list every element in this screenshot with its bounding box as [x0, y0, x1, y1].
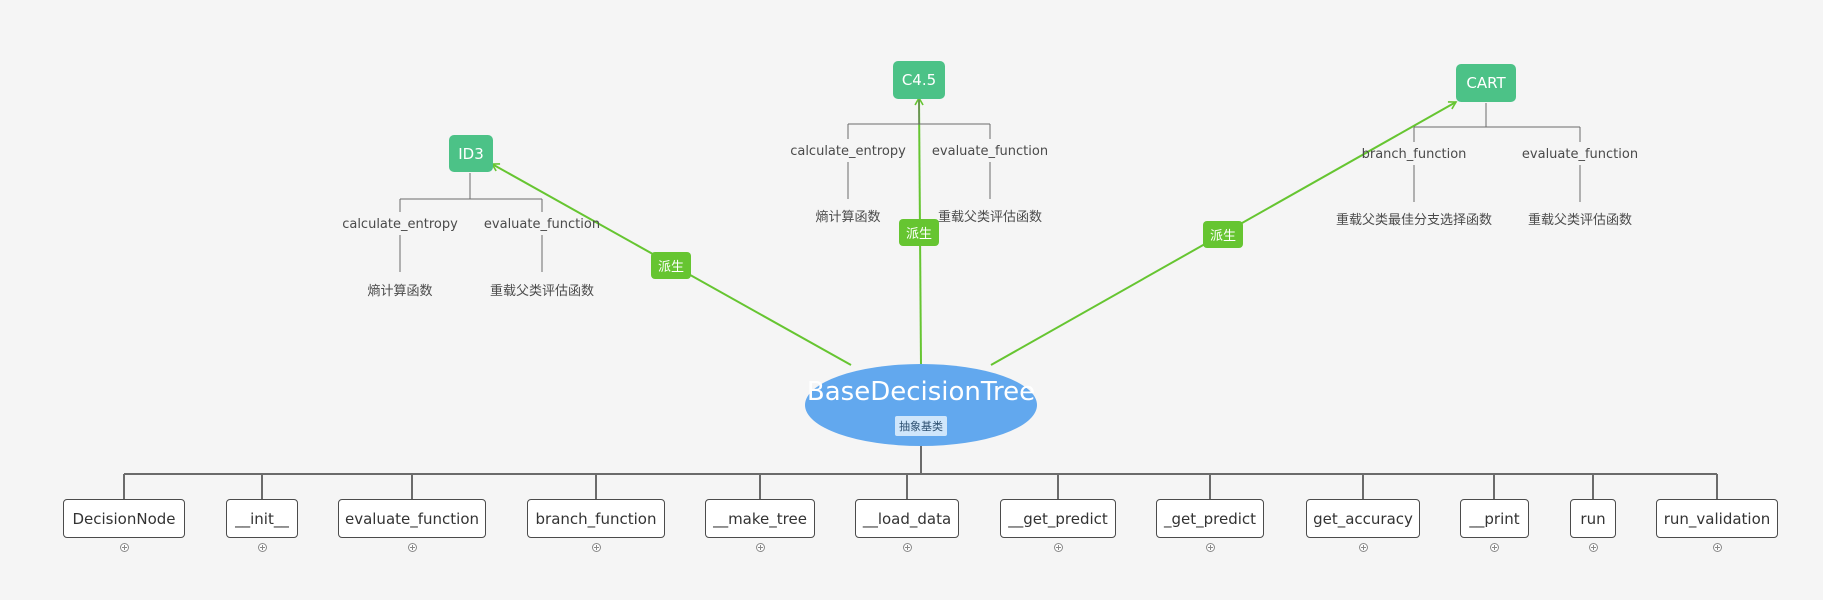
derive-tag-c45: 派生 — [899, 219, 939, 246]
method-desc: 重载父类评估函数 — [937, 210, 1043, 225]
base-method-node[interactable]: __print — [1460, 499, 1529, 538]
derive-tag-id3: 派生 — [651, 252, 691, 279]
c45-method-tree — [847, 100, 991, 199]
derived-node-label: CART — [1466, 74, 1506, 92]
base-method-node[interactable]: __get_predict — [1000, 499, 1116, 538]
base-method-node[interactable]: branch_function — [527, 499, 665, 538]
base-methods-connector — [123, 446, 1718, 499]
expand-plus-icon[interactable] — [408, 543, 417, 552]
method-name: calculate_entropy — [790, 144, 906, 159]
expand-plus-icon[interactable] — [1206, 543, 1215, 552]
method-name: evaluate_function — [931, 144, 1049, 159]
method-desc: 重载父类最佳分支选择函数 — [1335, 213, 1493, 228]
expand-plus-icon[interactable] — [1054, 543, 1063, 552]
base-method-node[interactable]: run — [1570, 499, 1616, 538]
method-desc: 熵计算函数 — [367, 284, 433, 299]
derived-node-cart[interactable]: CART — [1456, 64, 1516, 102]
base-method-node[interactable]: __load_data — [855, 499, 959, 538]
base-method-node[interactable]: __make_tree — [705, 499, 815, 538]
method-desc: 重载父类评估函数 — [1527, 213, 1633, 228]
expand-plus-icon[interactable] — [258, 543, 267, 552]
method-name: evaluate_function — [1521, 147, 1639, 162]
derived-node-label: C4.5 — [901, 71, 937, 89]
derived-node-label: ID3 — [458, 144, 484, 163]
method-name: branch_function — [1361, 147, 1467, 162]
method-name: calculate_entropy — [342, 217, 458, 232]
base-method-node[interactable]: get_accuracy — [1306, 499, 1420, 538]
base-method-node[interactable]: _get_predict — [1156, 499, 1264, 538]
base-method-node[interactable]: DecisionNode — [63, 499, 185, 538]
expand-plus-icon[interactable] — [120, 543, 129, 552]
expand-plus-icon[interactable] — [1359, 543, 1368, 552]
root-title: BaseDecisionTree — [806, 377, 1036, 407]
expand-plus-icon[interactable] — [592, 543, 601, 552]
derived-node-c45[interactable]: C4.5 — [893, 61, 945, 99]
base-method-node[interactable]: __init__ — [226, 499, 298, 538]
method-desc: 熵计算函数 — [815, 210, 881, 225]
root-subtitle: 抽象基类 — [895, 416, 947, 436]
method-desc: 重载父类评估函数 — [489, 284, 595, 299]
derived-node-id3[interactable]: ID3 — [449, 135, 493, 172]
derive-tag-cart: 派生 — [1203, 221, 1243, 248]
expand-plus-icon[interactable] — [903, 543, 912, 552]
cart-method-tree — [1413, 103, 1581, 202]
base-method-node[interactable]: run_validation — [1656, 499, 1778, 538]
method-name: evaluate_function — [483, 217, 601, 232]
expand-plus-icon[interactable] — [756, 543, 765, 552]
expand-plus-icon[interactable] — [1713, 543, 1722, 552]
root-node[interactable]: BaseDecisionTree 抽象基类 — [805, 364, 1037, 446]
id3-method-tree — [399, 173, 543, 272]
expand-plus-icon[interactable] — [1490, 543, 1499, 552]
expand-plus-icon[interactable] — [1589, 543, 1598, 552]
base-method-node[interactable]: evaluate_function — [338, 499, 486, 538]
